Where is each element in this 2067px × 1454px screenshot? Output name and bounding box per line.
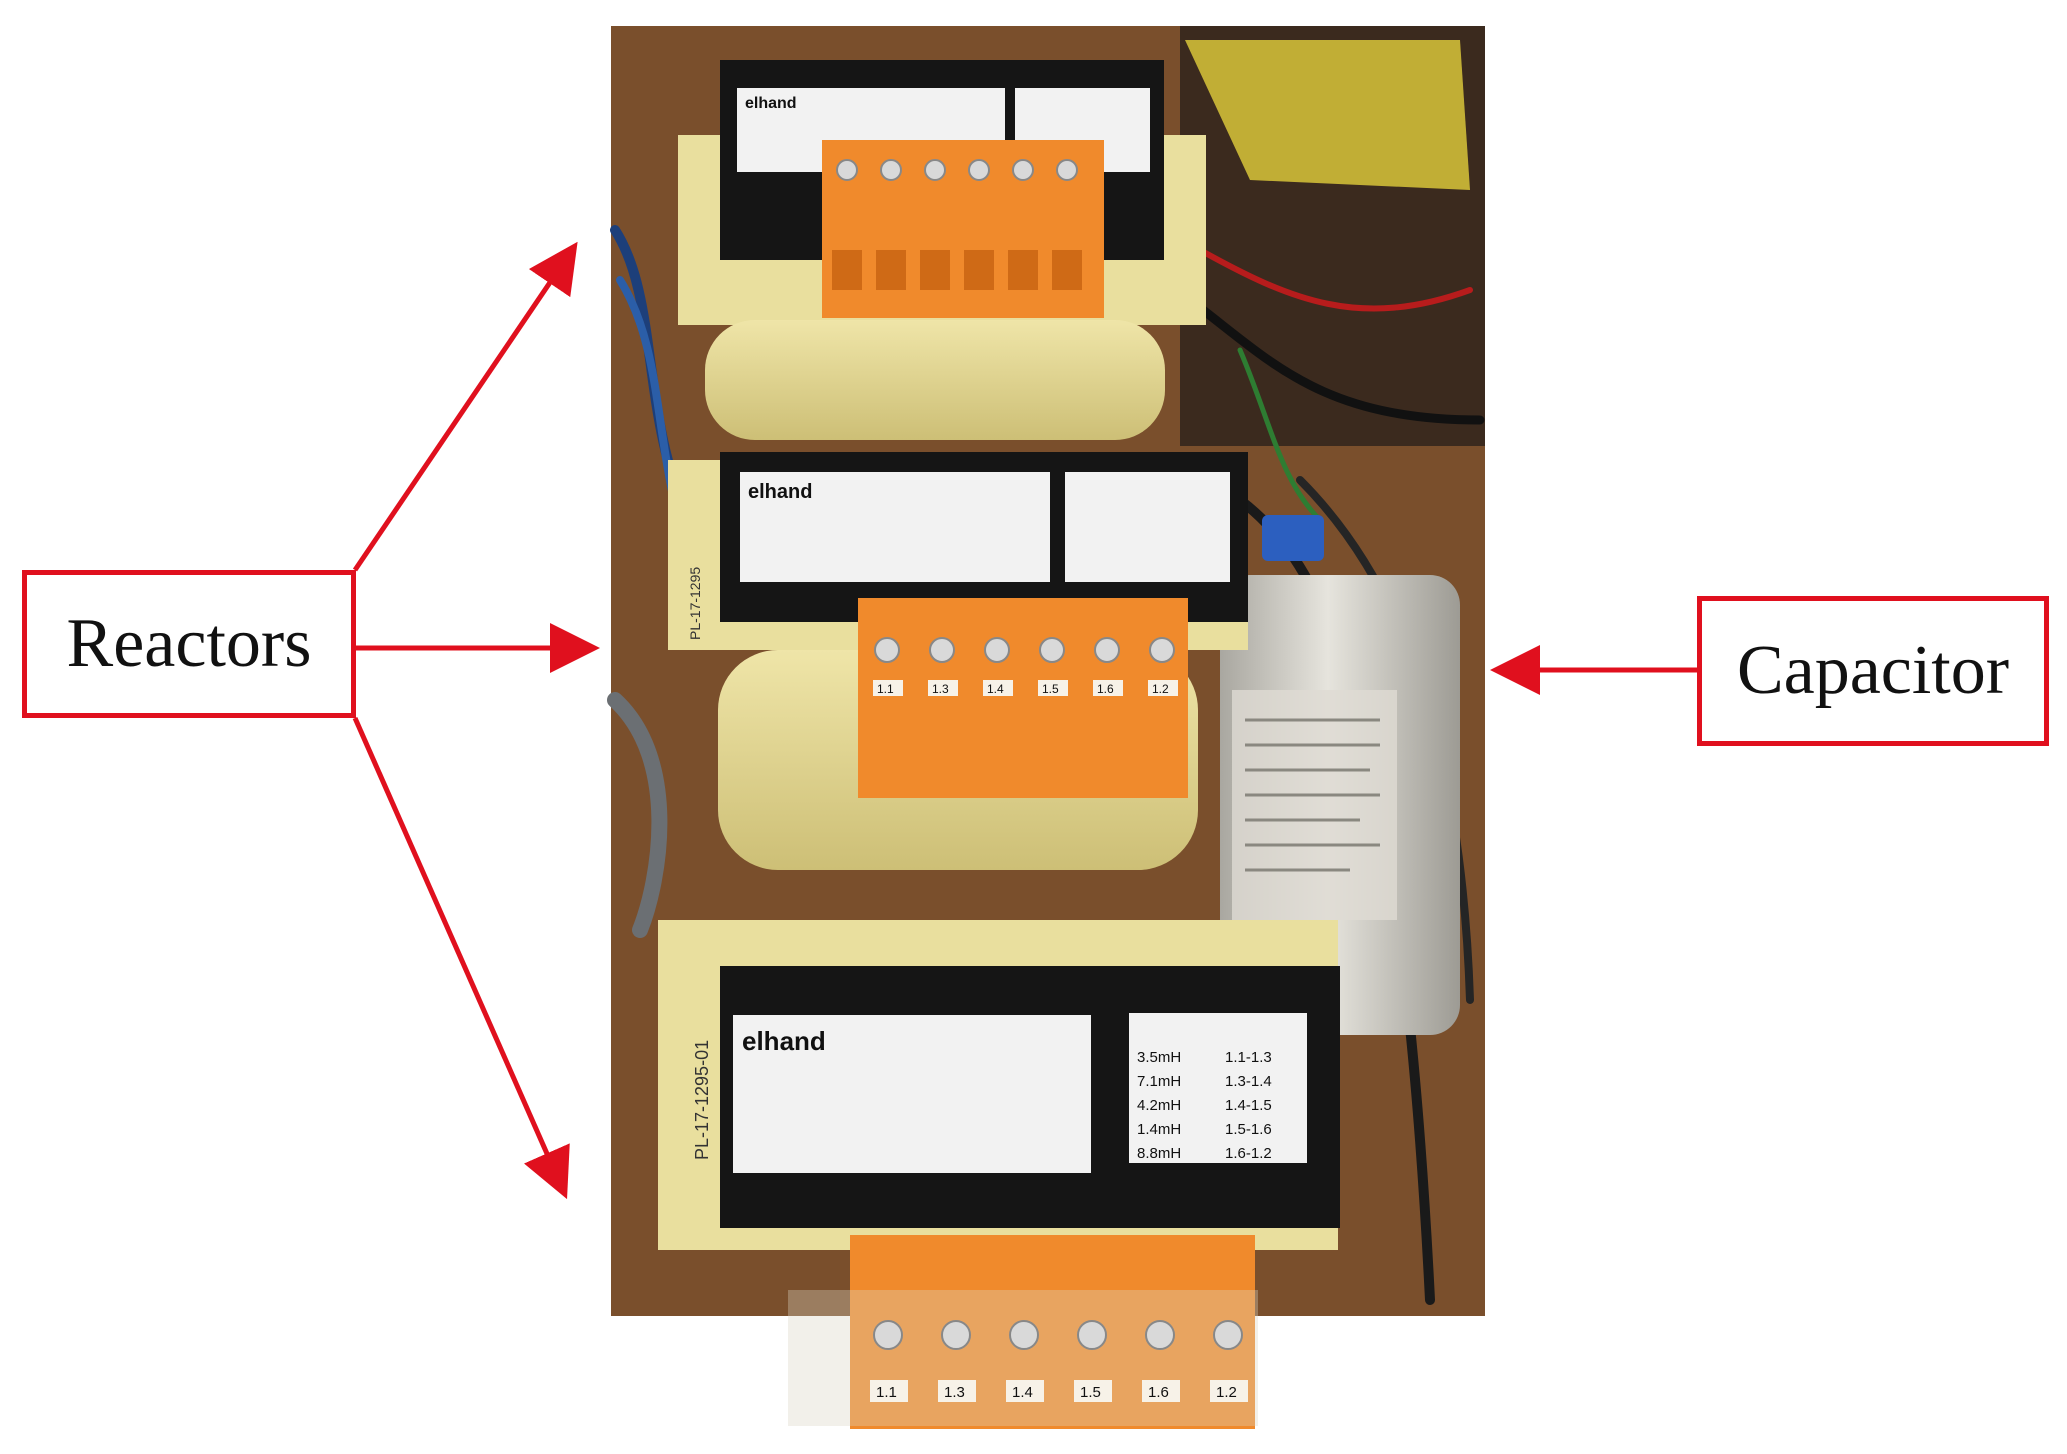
reactor-bottom-terminal-6: 1.2 xyxy=(1216,1384,1237,1401)
reactor-middle-terminal-2: 1.3 xyxy=(932,682,949,696)
reactors-label-text: Reactors xyxy=(66,605,312,682)
reactor-bottom-rating-5-value: 8.8mH xyxy=(1137,1145,1181,1162)
reactor-bottom-rating-1-value: 3.5mH xyxy=(1137,1049,1181,1066)
reactor-bottom-rating-3-value: 4.2mH xyxy=(1137,1097,1181,1114)
reactor-middle-terminal-6: 1.2 xyxy=(1152,682,1169,696)
reactor-bottom-rating-5-pins: 1.6-1.2 xyxy=(1225,1145,1272,1162)
reactor-bottom-rating-2-value: 7.1mH xyxy=(1137,1073,1181,1090)
reactor-middle-brand: elhand xyxy=(748,481,812,503)
reactor-bottom-terminal-1: 1.1 xyxy=(876,1384,897,1401)
reactor-bottom-rating-3-pins: 1.4-1.5 xyxy=(1225,1097,1272,1114)
reactor-bottom-side-label: PL-17-1295-01 xyxy=(692,1040,712,1160)
reactor-bottom-rating-4-pins: 1.5-1.6 xyxy=(1225,1121,1272,1138)
arrow-to-reactor-top xyxy=(352,241,578,572)
reactor-bottom-rating-1-pins: 1.1-1.3 xyxy=(1225,1049,1272,1066)
reactor-middle-terminal-1: 1.1 xyxy=(877,682,894,696)
reactor-middle: elhand PL-17-1295 1.1 1.3 1.4 1.5 1.6 1.… xyxy=(668,452,1248,870)
reactor-bottom: elhand PL-17-1295-01 3.5mH 1.1-1.3 7.1mH… xyxy=(658,920,1340,1429)
capacitor-label: Capacitor xyxy=(1697,596,2049,746)
reactor-bottom-rating-2-pins: 1.3-1.4 xyxy=(1225,1073,1272,1090)
reactor-bottom-terminal-4: 1.5 xyxy=(1080,1384,1101,1401)
arrow-to-reactor-bottom xyxy=(352,716,570,1200)
reactor-bottom-rating-4-value: 1.4mH xyxy=(1137,1121,1181,1138)
reactor-middle-terminal-3: 1.4 xyxy=(987,682,1004,696)
reactor-bottom-terminal-3: 1.4 xyxy=(1012,1384,1033,1401)
reactor-middle-terminal-4: 1.5 xyxy=(1042,682,1059,696)
reactor-middle-side-label: PL-17-1295 xyxy=(687,567,703,640)
reactor-bottom-terminal-2: 1.3 xyxy=(944,1384,965,1401)
reactor-bottom-brand: elhand xyxy=(742,1026,826,1056)
capacitor-label-text: Capacitor xyxy=(1736,632,2010,709)
photo: elhand elhand PL-17-1295 xyxy=(607,26,1485,1429)
annotation-arrows xyxy=(352,241,1697,1200)
reactor-top-brand: elhand xyxy=(745,95,797,112)
reactor-middle-terminal-5: 1.6 xyxy=(1097,682,1114,696)
reactors-label: Reactors xyxy=(22,570,356,718)
reactor-bottom-terminal-5: 1.6 xyxy=(1148,1384,1169,1401)
reactor-top: elhand xyxy=(678,60,1206,440)
